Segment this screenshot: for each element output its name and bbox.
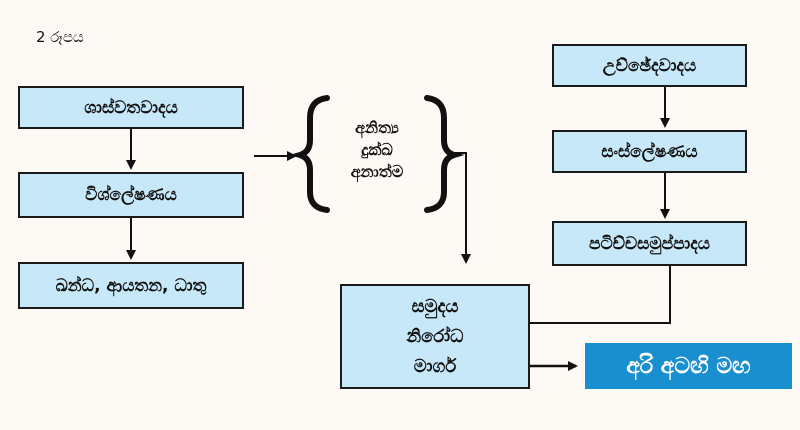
arrow-right-to-truths (530, 266, 671, 324)
figure-label: 2 රූපය (36, 28, 84, 46)
box-synthesis: සංස්ලේෂණය (552, 130, 747, 173)
box-eternalism: ශාස්වතවාදය (18, 86, 244, 129)
box-truths: සමුදය නිරෝධ මාර්ග (340, 284, 530, 389)
truth-path: මාර්ග (413, 355, 457, 377)
right-brace (424, 95, 465, 213)
box-aggregates: ඛන්ධ, ආයතන, ධාතු (18, 262, 244, 309)
box-dependent-origination: පටිච්චසමුප්පාදය (552, 221, 747, 266)
arrow-marks-to-truths (452, 152, 471, 264)
mark-non-self: අනාත්ම (350, 162, 404, 181)
truth-origin: සමුදය (411, 296, 459, 318)
truth-cessation: නිරෝධ (406, 325, 464, 347)
box-analysis: විශ්ලේෂණය (18, 172, 244, 218)
three-marks: අනිත්‍ය දුක්ඛ අනාත්ම (332, 117, 422, 183)
mark-impermanence: අනිත්‍ය (355, 118, 399, 137)
left-brace (289, 95, 330, 213)
box-annihilationism: උච්ඡේදවාදය (552, 44, 747, 87)
result-eightfold-path: අරි අටඟි මඟ (585, 343, 792, 389)
mark-suffering: දුක්ඛ (361, 140, 393, 159)
